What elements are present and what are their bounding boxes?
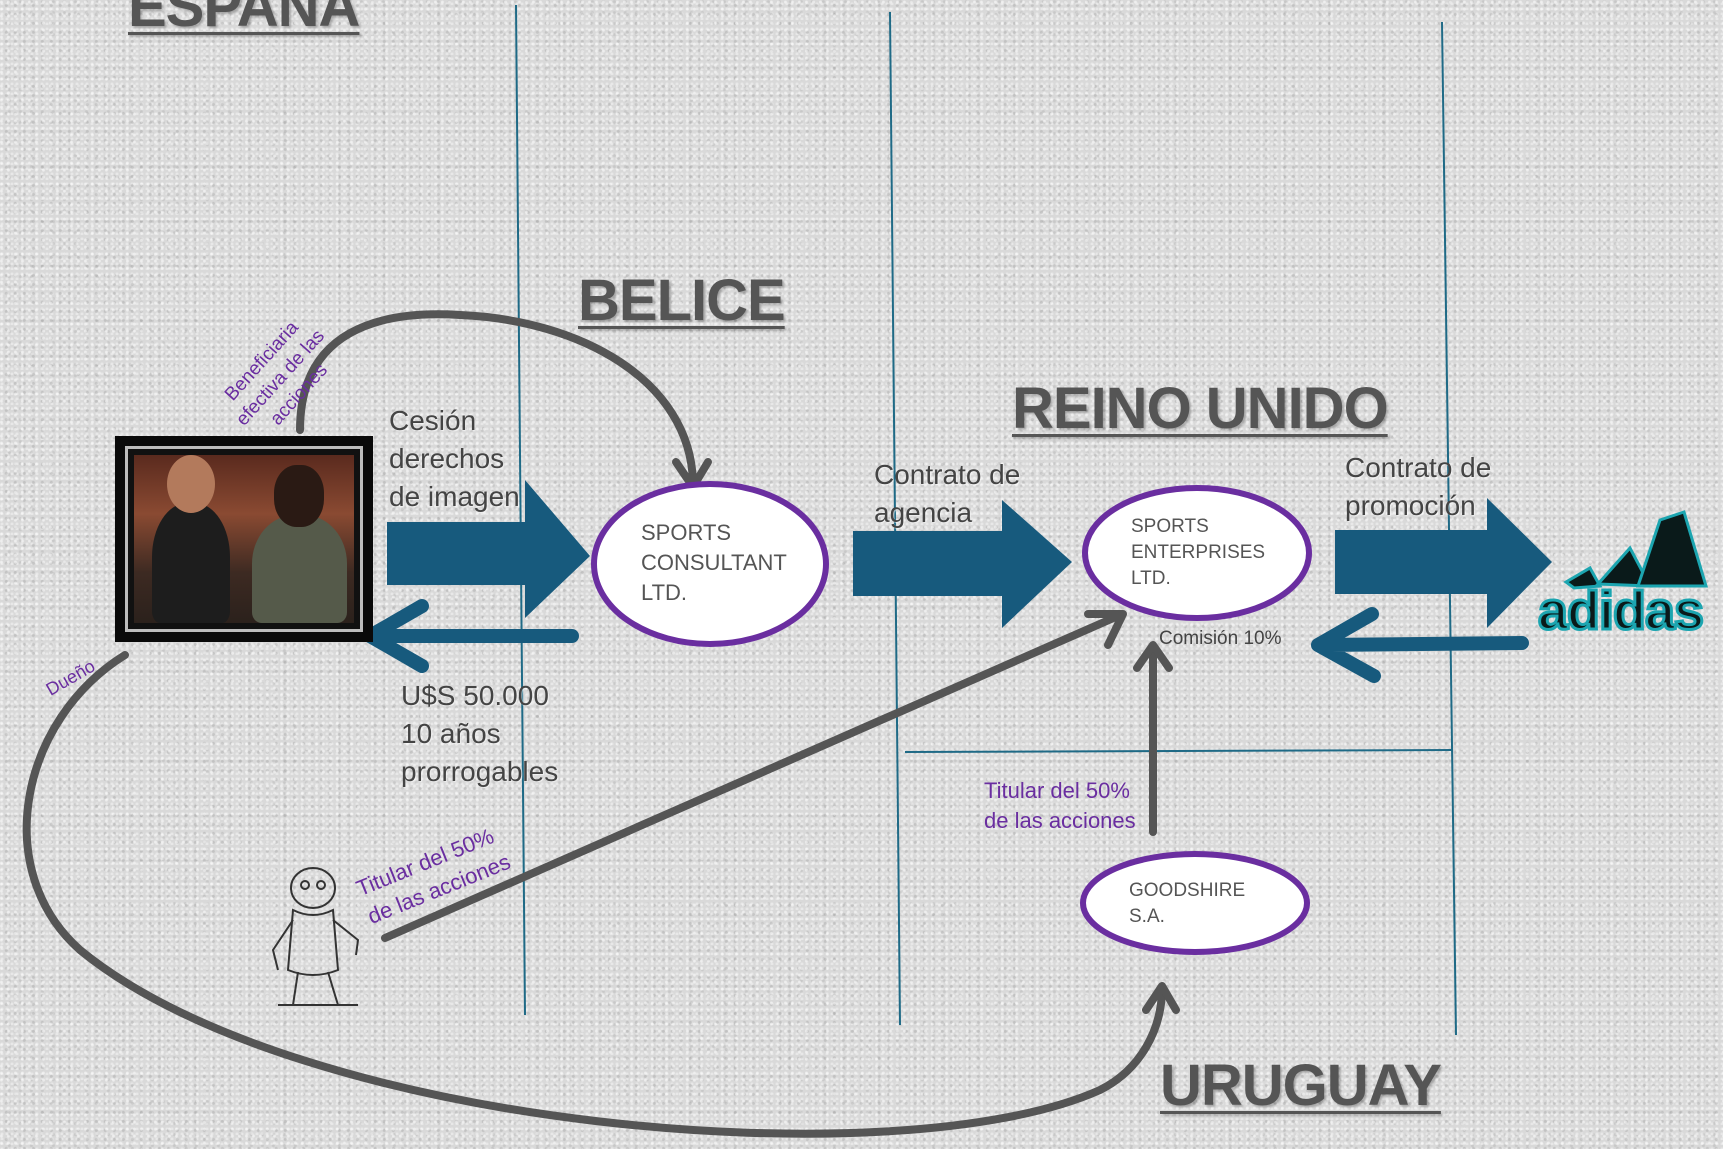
ellipse-sports-consultant [591, 481, 829, 647]
arrow-contrato-promocion [1335, 498, 1552, 628]
curve-dueno-head [1142, 982, 1180, 1014]
ellipse-sports-enterprises [1082, 485, 1312, 621]
region-belice: BELICE [578, 268, 786, 333]
divider-reino-unido-uruguay [904, 749, 1453, 753]
divider-reino-unido-adidas [1441, 21, 1457, 1036]
region-espana: ESPAÑA [128, 0, 360, 39]
label-contrato-agencia: Contrato de agencia [874, 459, 1021, 528]
line-titular-der-head [1133, 641, 1173, 672]
adidas-stripes-icon [1563, 510, 1709, 590]
shareholder-sketch [271, 867, 360, 1006]
arrow-contrato-agencia [853, 500, 1072, 628]
entity-sports-consultant: SPORTS CONSULTANT LTD. [641, 520, 787, 605]
owners-photo [115, 436, 373, 642]
divider-belice-reino-unido [889, 11, 901, 1026]
ellipse-goodshire [1080, 851, 1310, 955]
entity-goodshire: GOODSHIRE S.A. [1129, 880, 1246, 927]
label-contrato-promocion: Contrato de promoción [1345, 452, 1492, 521]
adidas-logo: adidas [1536, 510, 1723, 643]
label-comision: Comisión 10% [1159, 628, 1282, 649]
divider-espana-belice [515, 4, 526, 1016]
arrow-cesion-derechos [387, 480, 590, 618]
label-cesion: Cesión derechos de imagen [389, 405, 520, 512]
line-titular-izq-head [1084, 610, 1127, 649]
entity-sports-enterprises: SPORTS ENTERPRISES LTD. [1131, 516, 1266, 589]
line-titular-izq [381, 612, 1122, 942]
region-reino-unido: REINO UNIDO [1012, 376, 1389, 441]
arrow-pago-regreso [363, 599, 579, 673]
label-pago: U$S 50.000 10 años prorrogables [401, 680, 559, 787]
curve-dueno [22, 651, 1166, 1138]
region-uruguay: URUGUAY [1160, 1053, 1442, 1118]
arrow-comision-regreso [1311, 607, 1529, 683]
curve-beneficiaria [296, 310, 697, 486]
adidas-wordmark: adidas [1536, 580, 1705, 643]
label-titular-der: Titular del 50% de las acciones [984, 778, 1136, 833]
